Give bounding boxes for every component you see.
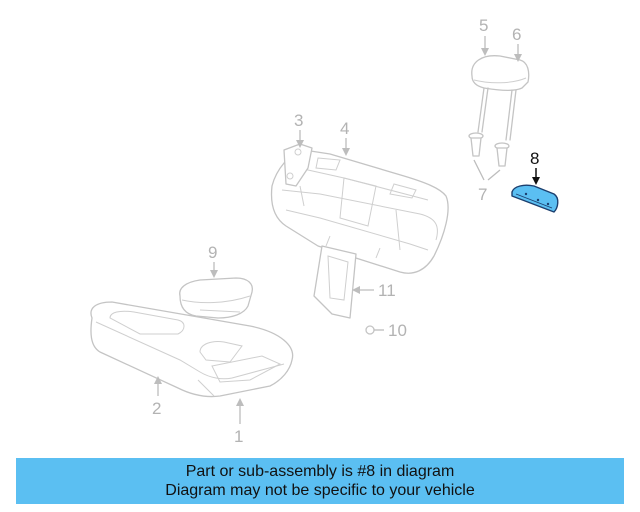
seat-cushion[interactable] [90,301,294,398]
seat-back[interactable] [270,149,449,274]
callout-9-label: 9 [208,243,217,262]
headrest-guide-left[interactable] [468,132,484,157]
caption-line-2: Diagram may not be specific to your vehi… [165,482,475,499]
callout-7: 7 [473,159,501,204]
callout-5-label: 5 [479,16,488,35]
callout-3-label: 3 [294,111,303,130]
callout-1-label: 1 [234,427,243,446]
armrest-pad[interactable] [179,277,254,319]
headrest[interactable] [471,55,530,141]
callout-7-label: 7 [478,185,487,204]
callout-2: 2 [152,376,162,418]
callout-9: 9 [208,243,218,278]
callout-11: 11 [352,281,396,300]
callout-10-label: 10 [388,321,407,340]
highlighted-part-8[interactable] [511,184,559,213]
callout-4: 4 [340,119,350,156]
callout-4-label: 4 [340,119,349,138]
callout-11-label: 11 [378,281,396,300]
pass-through-door[interactable] [313,245,357,319]
callout-1: 1 [234,398,244,446]
callout-8-label: 8 [530,149,539,168]
callout-10: 10 [388,321,407,340]
callout-6-label: 6 [512,25,521,44]
callout-8: 8 [530,149,540,185]
clip[interactable] [365,325,384,335]
caption-line-1: Part or sub-assembly is #8 in diagram [185,463,455,480]
callout-3: 3 [294,111,304,148]
callout-5: 5 [479,16,489,56]
headrest-guide-right[interactable] [494,142,510,167]
callout-2-label: 2 [152,399,161,418]
callout-6: 6 [512,25,522,62]
caption-bar: Part or sub-assembly is #8 in diagram Di… [16,458,624,504]
